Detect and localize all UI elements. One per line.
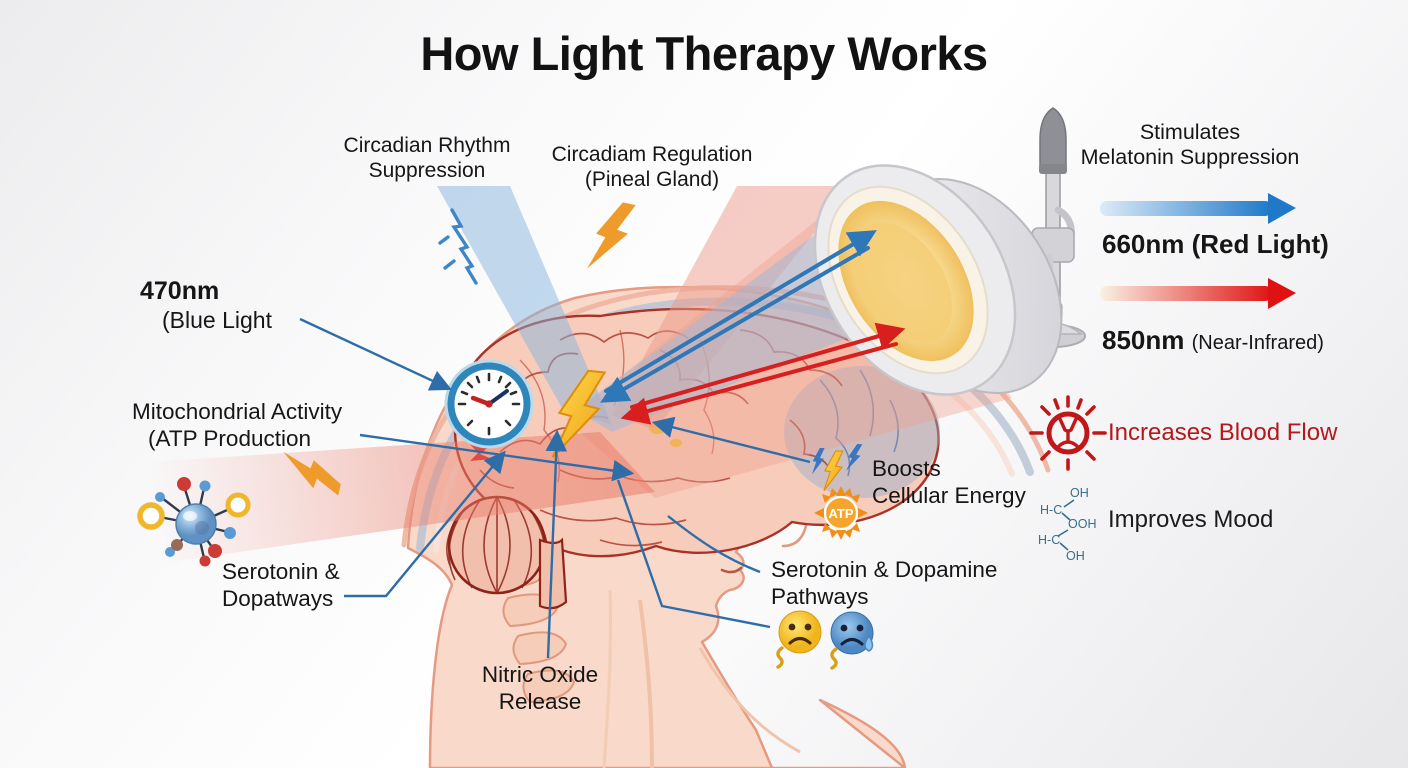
pineal-dot-2	[670, 439, 682, 447]
label-nitric-oxide-release: Nitric Oxide Release	[481, 662, 599, 714]
brain-blue-vessels	[819, 369, 899, 477]
label-470nm-blue-light: 470nm(Blue Light	[140, 277, 272, 334]
blood-flow-icon	[1029, 395, 1107, 471]
clock-icon	[444, 359, 534, 449]
atp-label: ATP	[828, 506, 853, 521]
sad-face-blue	[830, 611, 874, 670]
leader-serotonin-right-2	[616, 479, 771, 629]
wavelength-arrows	[600, 230, 906, 425]
mood-molecule-icon: OH H-C OOH H-C OH	[1038, 486, 1096, 563]
label-circadian-regulation: Circadiam Regulation (Pineal Gland)	[551, 143, 753, 191]
label-atp-production: (ATP Production	[148, 425, 311, 451]
clock-minute-hand	[487, 389, 509, 406]
blue-arrow-to-brain	[600, 246, 870, 403]
label-near-infrared: (Near-Infrared)	[1191, 332, 1324, 354]
leader-nitric	[545, 429, 568, 659]
blue-gradient-arrowhead	[1268, 193, 1296, 224]
molecule-label-hc-2: H-C	[1038, 533, 1060, 547]
atp-sun-icon: ATP	[814, 486, 868, 540]
lamp-cap	[1039, 107, 1067, 169]
label-red-light: (Red Light)	[1191, 229, 1329, 259]
brown-atom	[171, 539, 183, 551]
neurotransmitter-molecule-icon	[137, 477, 251, 567]
label-serotonin-dopatways: Serotonin & Dopatways	[222, 559, 340, 611]
blue-beam-top	[437, 186, 612, 425]
label-circadian-rhythm-suppression: Circadian Rhythm Suppression	[343, 134, 511, 182]
label-serotonin-dopamine-pathways: Serotonin & Dopamine Pathways	[771, 557, 998, 609]
leader-serotonin-left	[344, 450, 506, 598]
leader-lines	[299, 317, 811, 659]
yellow-ring-atom	[137, 502, 165, 530]
red-arrow-to-brain	[620, 342, 898, 425]
molecule-label-oh-bottom: OH	[1066, 549, 1085, 563]
legend-arrows	[1100, 193, 1296, 309]
leader-serotonin-right-1	[667, 515, 761, 574]
label-increases-blood-flow: Increases Blood Flow	[1108, 419, 1338, 446]
leader-blue-light	[299, 317, 452, 391]
sweat-curl	[830, 647, 838, 670]
sad-face-yellow	[776, 610, 822, 669]
red-beam-lower-left	[150, 432, 655, 562]
tear-drop	[864, 634, 874, 652]
brainstem	[538, 537, 568, 610]
leader-boosts	[651, 416, 811, 464]
red-gradient-arrowhead	[1268, 278, 1296, 309]
label-improves-mood: Improves Mood	[1108, 506, 1274, 533]
label-boosts-cellular-energy: Boosts Cellular Energy	[872, 456, 1026, 508]
red-arrow-to-lamp	[630, 322, 906, 409]
label-mitochondrial-activity: Mitochondrial Activity(ATP Production	[132, 399, 342, 452]
molecule-label-hc-1: H-C	[1040, 503, 1062, 517]
blue-arrow-to-lamp	[604, 230, 877, 393]
molecule-label-ooh: OOH	[1068, 517, 1096, 531]
label-850nm-nir: 850nm (Near-Infrared)	[1102, 325, 1324, 356]
molecule-label-oh-top: OH	[1070, 486, 1089, 500]
red-gradient-bar	[1100, 286, 1272, 301]
label-470nm: 470nm	[140, 277, 220, 305]
label-stimulates-melatonin: Stimulates Melatonin Suppression	[1080, 120, 1300, 170]
orange-bolt-top	[586, 198, 636, 276]
label-850nm: 850nm	[1102, 325, 1185, 355]
label-660nm-red-light: 660nm (Red Light)	[1102, 229, 1329, 260]
yellow-ring-atom	[225, 492, 251, 518]
label-660nm: 660nm	[1102, 229, 1185, 259]
label-mitochondrial: Mitochondrial Activity	[132, 399, 343, 424]
blue-crack-bolt	[438, 208, 478, 285]
sweat-curl	[776, 646, 784, 669]
label-blue-light: (Blue Light	[162, 306, 272, 333]
occipital-blue-region	[784, 366, 940, 498]
page-title: How Light Therapy Works	[420, 27, 988, 80]
blue-gradient-bar	[1100, 201, 1272, 216]
